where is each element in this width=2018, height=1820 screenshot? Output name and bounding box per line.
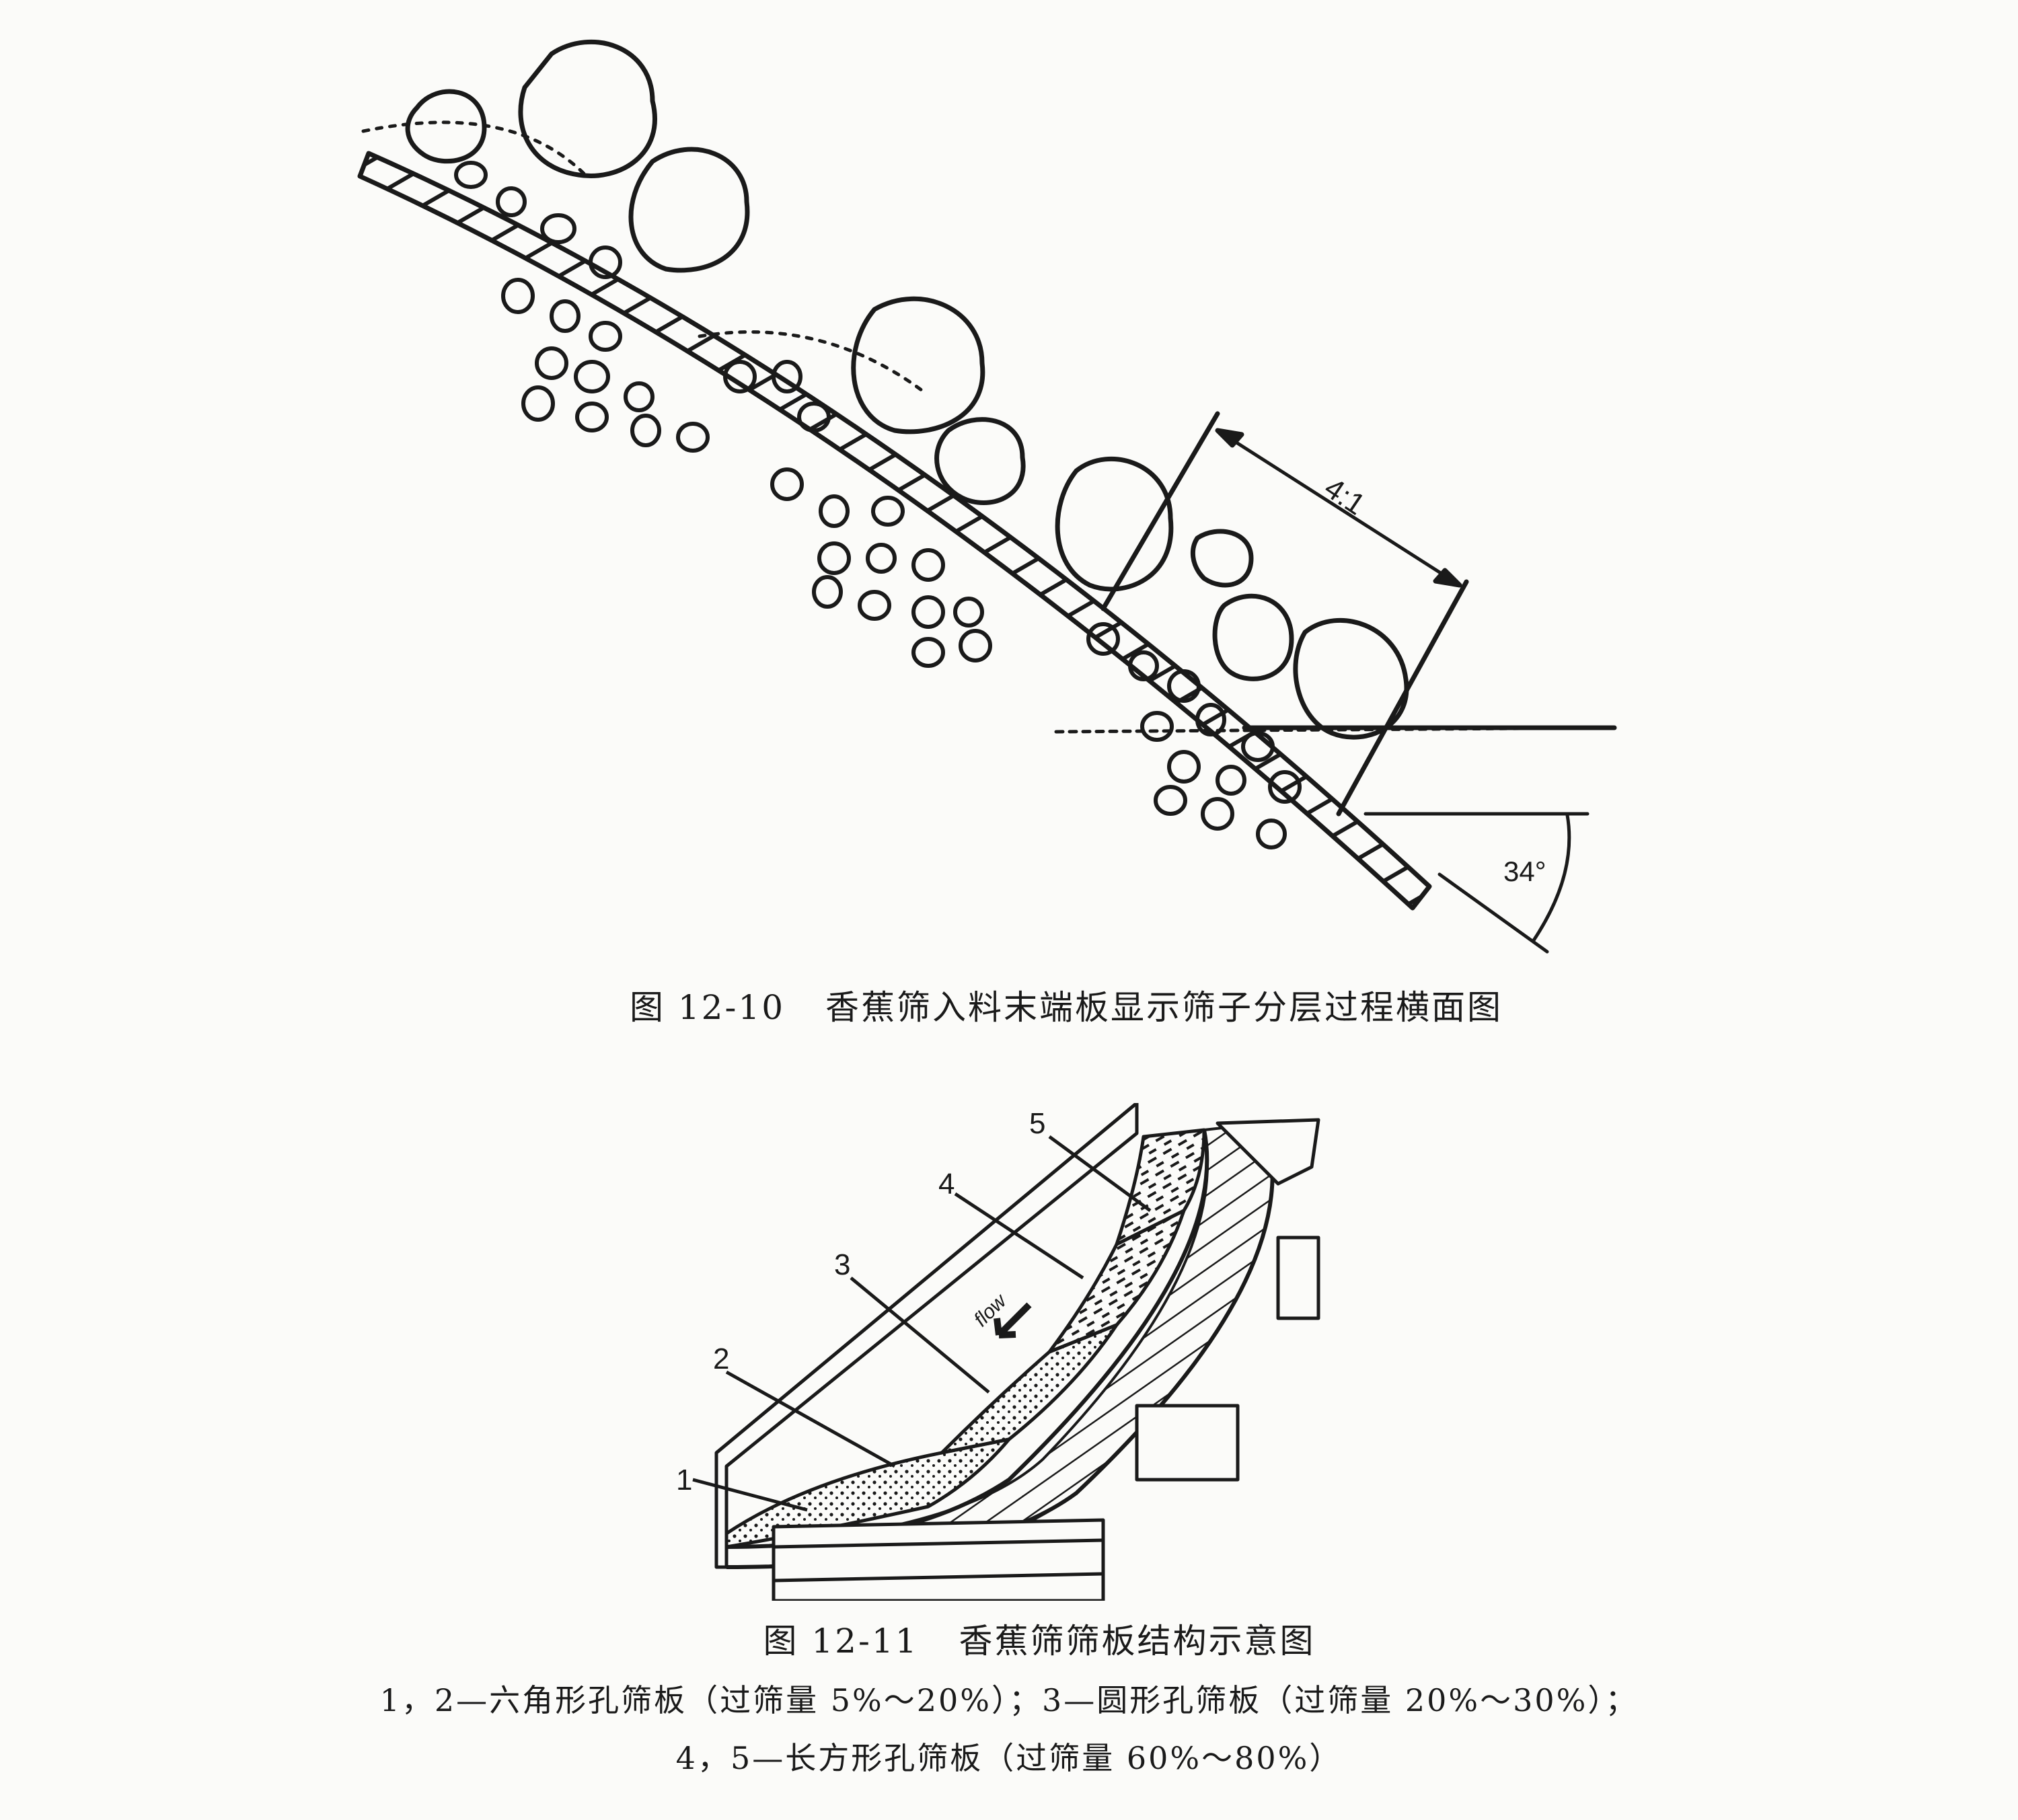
figure-12-11-diagram: 1 2 3 4 5 flow: [676, 1103, 1320, 1601]
support-beam-middle: [1135, 1404, 1240, 1482]
figure-title: 香蕉筛筛板结构示意图: [959, 1622, 1316, 1661]
large-particle: [1212, 593, 1294, 681]
leader-line-2: [725, 1370, 896, 1468]
side-wall-edge: [715, 1103, 1138, 1454]
flow-arrow: [994, 1302, 1032, 1338]
side-wall: [714, 1103, 1139, 1569]
large-particle: [405, 89, 487, 164]
large-particle: [1055, 456, 1174, 592]
dimension-arrowhead: [1433, 568, 1462, 588]
leader-line-4: [954, 1192, 1084, 1280]
part-label-5: 5: [1029, 1107, 1045, 1140]
legend-line-1: 1，2—六角形孔筛板（过筛量 5%～20%）；3—圆形孔筛板（过筛量 20%～3…: [379, 1682, 1639, 1718]
deck-panel-slot-upper: [1115, 1128, 1206, 1246]
figure-number: 图 12-10: [629, 988, 786, 1027]
leader-line-3: [850, 1277, 990, 1394]
support-beam-bottom: [772, 1518, 1105, 1601]
figure-12-10-diagram: 4:1 34°: [357, 39, 1617, 954]
trajectory-arc-1: [361, 120, 587, 177]
large-particle: [518, 39, 657, 178]
angle-arc: [1532, 813, 1571, 942]
legend-line-2: 4，5—长方形孔筛板（过筛量 60%～80%）: [675, 1740, 1343, 1776]
leader-line-1: [692, 1478, 808, 1512]
leader-line-5: [1048, 1135, 1152, 1213]
part-label-3: 3: [834, 1248, 850, 1281]
dimension-arrow-line: [1216, 428, 1462, 587]
angle-ref-slope: [1437, 872, 1549, 954]
figure-number: 图 12-11: [763, 1622, 919, 1661]
large-particle: [934, 417, 1026, 505]
figure-title: 香蕉筛入料末端板显示筛子分层过程横面图: [825, 988, 1503, 1027]
large-particle: [1190, 529, 1254, 588]
part-label-2: 2: [713, 1342, 729, 1375]
dimension-line-top: [1100, 411, 1220, 611]
angle-label: 34°: [1503, 856, 1546, 887]
support-beam-upper: [1276, 1236, 1320, 1320]
small-particles: [454, 161, 1302, 849]
ratio-label: 4:1: [1318, 471, 1371, 522]
part-label-1: 1: [676, 1464, 692, 1496]
dimension-line-bottom: [1336, 579, 1469, 817]
part-label-4: 4: [938, 1168, 955, 1201]
figure-12-10-caption: 图 12-10 香蕉筛入料末端板显示筛子分层过程横面图: [0, 981, 2018, 1029]
trajectory-arc-2: [698, 330, 924, 392]
large-particle: [628, 147, 750, 273]
dimension-arrowhead: [1215, 428, 1244, 448]
screen-deck: [357, 151, 1432, 911]
figure-12-11-caption: 图 12-11 香蕉筛筛板结构示意图: [0, 1614, 2018, 1663]
frame-top-cap: [1216, 1118, 1320, 1186]
large-particle: [851, 296, 985, 434]
